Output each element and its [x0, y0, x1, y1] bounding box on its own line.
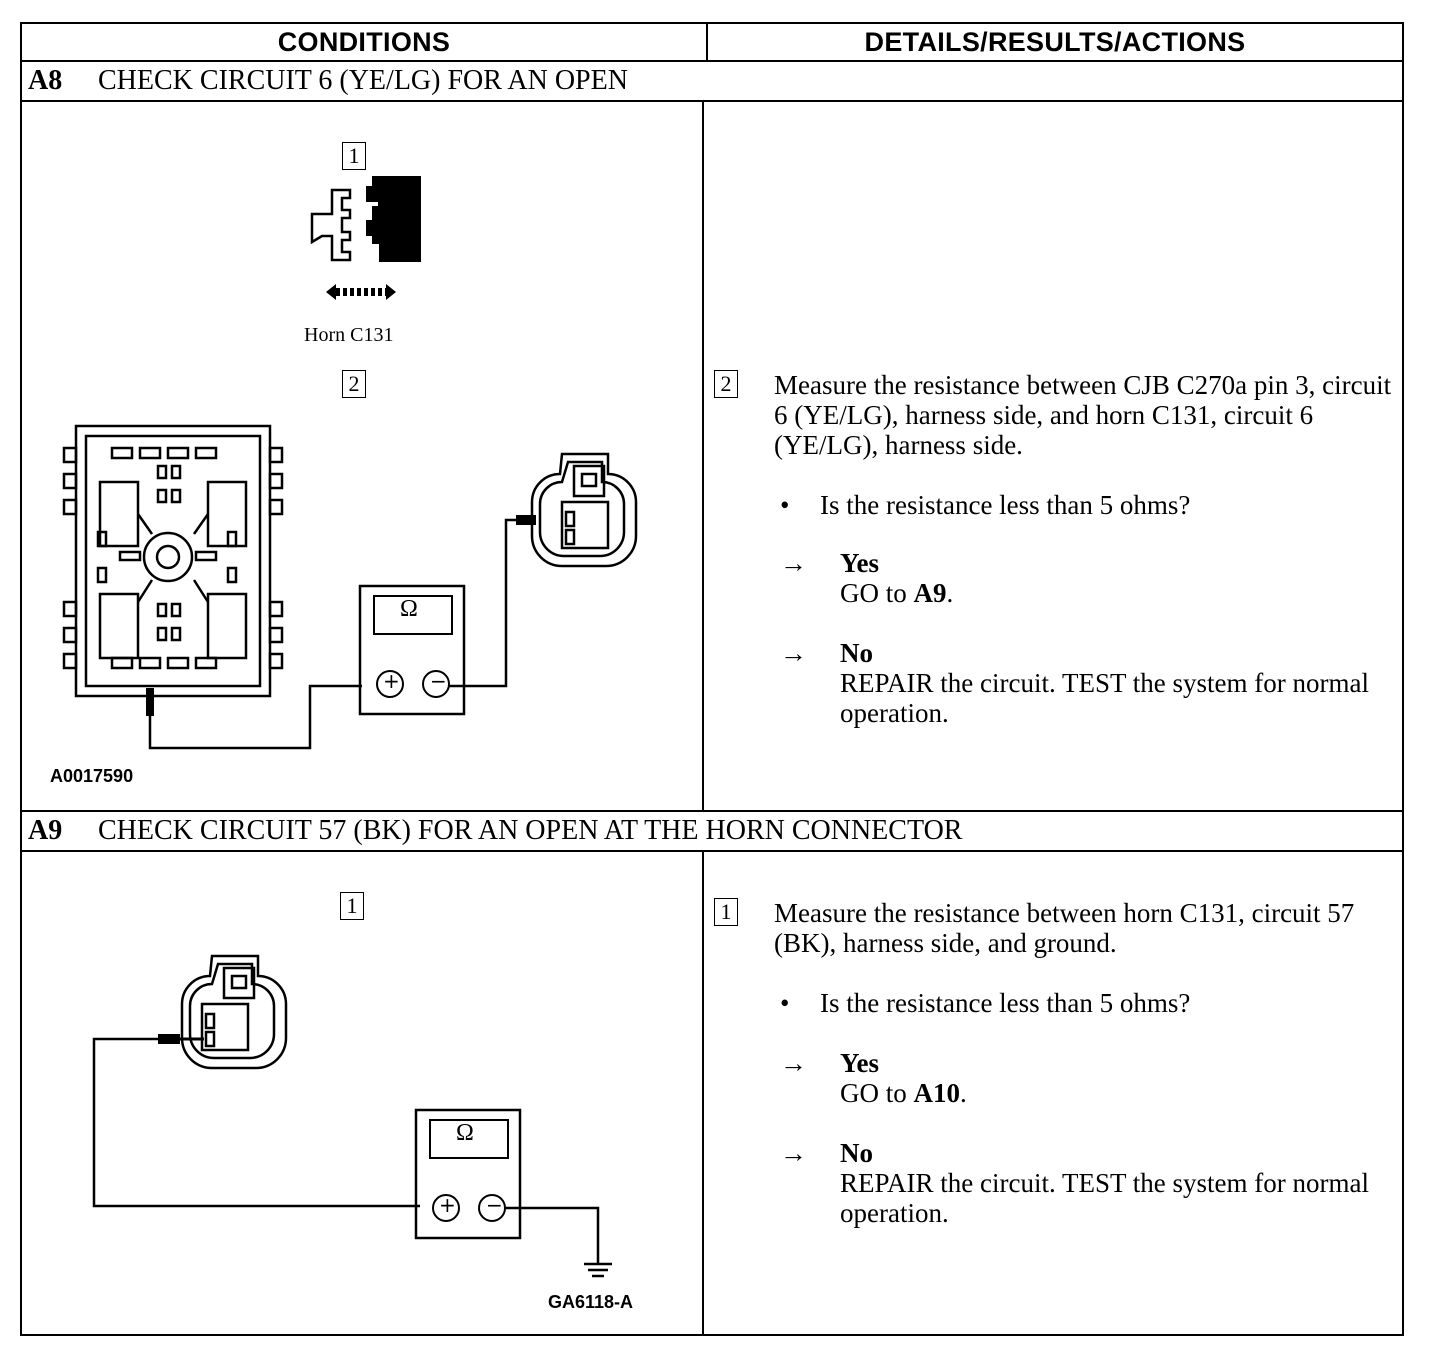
step-title-text: CHECK CIRCUIT 6 (YE/LG) FOR AN OPEN [98, 65, 628, 96]
a9-conditions: 1 Ω + − GA6118-A [22, 852, 704, 1334]
horn-probe-wire [449, 515, 536, 688]
step-title-text: CHECK CIRCUIT 57 (BK) FOR AN OPEN AT THE… [98, 815, 963, 846]
a9-instruction-text: Measure the resistance between horn C131… [774, 898, 1355, 958]
a9-diagram [92, 954, 612, 1278]
ohmmeter-icon [358, 584, 466, 716]
figure-id: GA6118-A [548, 1292, 634, 1312]
table-header: CONDITIONS DETAILS/RESULTS/ACTIONS [22, 24, 1402, 62]
step-a9-body: 1 Ω + − GA6118-A 1 Measure the resistanc… [22, 852, 1402, 1334]
meter-minus-terminal: − [430, 669, 447, 693]
a8-diagram [62, 176, 638, 750]
ground-wire [505, 1206, 600, 1264]
cjb-connector-icon [62, 424, 284, 698]
horn-connector-icon [530, 452, 638, 568]
arrow-icon: → [780, 1138, 807, 1168]
ohm-symbol: Ω [456, 1120, 474, 1146]
step-id: A9 [28, 815, 63, 846]
header-details: DETAILS/RESULTS/ACTIONS [864, 26, 1246, 57]
step-id: A8 [28, 65, 63, 96]
a8-condition-step-2: 2 [342, 370, 366, 398]
a9-detail-step-number: 1 [714, 898, 738, 926]
a8-condition-step-1: 1 [342, 142, 366, 170]
disconnect-connector-icon [310, 176, 421, 300]
arrow-icon: → [780, 638, 807, 668]
ohm-symbol: Ω [400, 596, 418, 622]
arrow-icon: → [780, 1048, 807, 1078]
meter-plus-terminal: + [439, 1193, 456, 1217]
meter-minus-terminal: − [486, 1193, 503, 1217]
meter-plus-terminal: + [383, 669, 400, 693]
step-a9-title: A9 CHECK CIRCUIT 57 (BK) FOR AN OPEN AT … [22, 812, 1402, 852]
a9-details: 1 Measure the resistance between horn C1… [704, 852, 1402, 1334]
a8-detail-step-number: 2 [714, 370, 738, 398]
horn-connector-icon [180, 954, 288, 1070]
step-a8-body: 1 Horn C131 2 Ω + − A0017590 2 Measure t… [22, 102, 1402, 812]
header-conditions: CONDITIONS [22, 24, 708, 60]
horn-probe-wire [92, 1034, 420, 1208]
step-a8-title: A8 CHECK CIRCUIT 6 (YE/LG) FOR AN OPEN [22, 62, 1402, 102]
cjb-probe-wire [146, 684, 362, 750]
diagnostic-table: CONDITIONS DETAILS/RESULTS/ACTIONS A8 CH… [20, 22, 1404, 1336]
figure-id: A0017590 [50, 766, 134, 786]
a9-condition-step-1: 1 [340, 892, 364, 920]
a8-details: 2 Measure the resistance between CJB C27… [704, 102, 1402, 810]
arrow-icon: → [780, 548, 807, 578]
horn-connector-label: Horn C131 [304, 324, 394, 346]
ground-icon [584, 1262, 612, 1278]
a8-conditions: 1 Horn C131 2 Ω + − A0017590 [22, 102, 704, 810]
a8-instruction-text: Measure the resistance between CJB C270a… [774, 370, 1392, 460]
